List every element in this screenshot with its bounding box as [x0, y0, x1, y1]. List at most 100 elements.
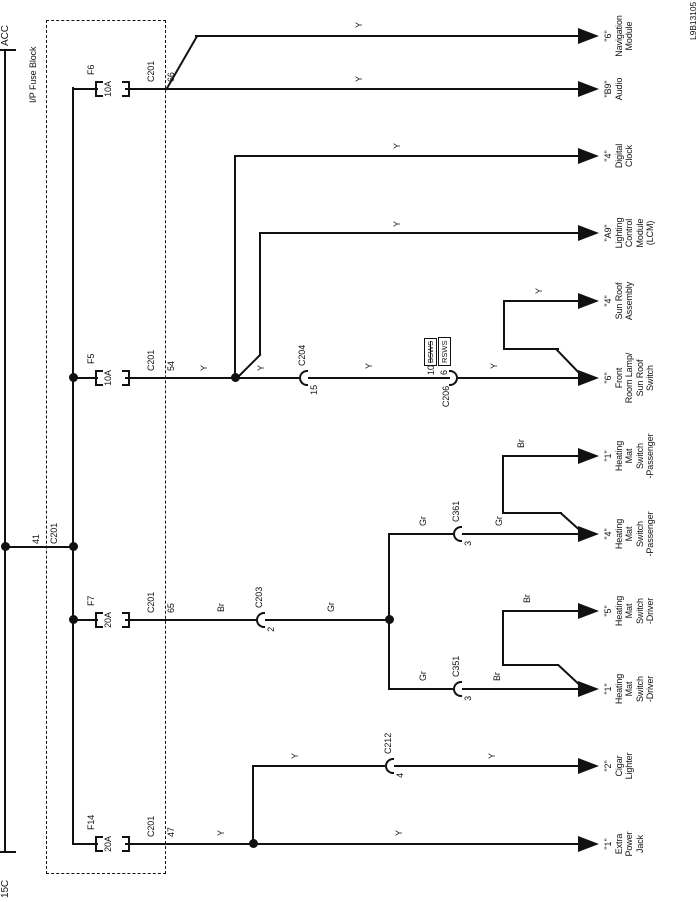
- wire-arrow: [578, 603, 599, 619]
- fuse-symbol-f14: [95, 836, 103, 852]
- wire-branch-diagonal: [165, 35, 198, 91]
- wire-arrow: [578, 526, 599, 542]
- wire-arrow: [578, 28, 599, 44]
- component-pin: "2": [603, 760, 613, 772]
- connector-name-c203: C203: [254, 586, 264, 608]
- fuse-symbol-f7: [95, 612, 103, 628]
- connector-symbol-c203: [256, 612, 265, 628]
- connector-label-c201-f7: C201: [146, 591, 156, 613]
- pin-label-65: 65: [166, 603, 176, 613]
- wire-color-label: Br: [216, 603, 226, 612]
- wire-arrow: [578, 448, 599, 464]
- component-pin: "5": [603, 605, 613, 617]
- connector-label-c201-f6: C201: [146, 60, 156, 82]
- fuse-id-f7: F7: [86, 595, 96, 606]
- connector-pin-c351: 3: [463, 696, 473, 701]
- wire-lcm: [259, 232, 580, 234]
- wire-color-label: Y: [354, 76, 364, 82]
- wire-heating-driver: [388, 688, 580, 690]
- fuse-rating-f14: 20A: [103, 836, 113, 852]
- wire-arrow: [578, 681, 599, 697]
- wire-color-label: Y: [394, 830, 404, 836]
- component-name: Heating Mat Switch -Passenger: [613, 433, 656, 479]
- connector-symbol-c212: [385, 758, 394, 774]
- fuse-id-f5: F5: [86, 353, 96, 364]
- wire-color-label: Y: [534, 288, 544, 294]
- wire-sunroof-branch: [503, 300, 505, 350]
- fuse-block-box: [46, 20, 166, 874]
- fuse-rating-f6: 10A: [103, 81, 113, 97]
- sheet-code: L9B13105: [688, 2, 698, 40]
- connector-pin-c206-a: 10: [426, 365, 436, 375]
- component-name: Heating Mat Switch -Driver: [613, 595, 656, 627]
- wire-color-label: Y: [392, 221, 402, 227]
- wire-arrow: [578, 293, 599, 309]
- component-pin: "6": [603, 372, 613, 384]
- wire-color-label: Gr: [418, 671, 428, 681]
- connector-name-c351: C351: [451, 655, 461, 677]
- pin-label-54: 54: [166, 361, 176, 371]
- rail-label-acc: ACC: [0, 25, 11, 46]
- wire-digital-clock: [234, 155, 580, 157]
- wire-hm1p-branch: [502, 512, 562, 514]
- wire-color-label: Gr: [494, 516, 504, 526]
- fuse-block-title: I/P Fuse Block: [28, 46, 38, 103]
- connector-name-c204: C204: [297, 344, 307, 366]
- component-name: Cigar Lighter: [613, 752, 635, 780]
- component-pin: "1": [603, 838, 613, 850]
- connector-symbol-c361: [453, 526, 462, 542]
- connector-pin-c203: 2: [266, 627, 276, 632]
- connector-name-c212: C212: [383, 732, 393, 754]
- component-extra-power-jack: "1" Extra Power Jack: [603, 799, 645, 889]
- fuse-symbol-f6: [122, 81, 130, 97]
- wire-f5-sunroof: [72, 377, 580, 379]
- connector-symbol-c204: [299, 370, 308, 386]
- fuse-symbol-f5: [122, 370, 130, 386]
- fuse-symbol-f14: [122, 836, 130, 852]
- wire-color-label: Y: [364, 363, 374, 369]
- connector-pin-c206-b: 6: [439, 370, 449, 375]
- wire-cigar-lighter: [252, 765, 580, 767]
- feed-pin-label: 41: [31, 534, 41, 544]
- component-heating-mat-switch-driver-5: "5" Heating Mat Switch -Driver: [603, 566, 656, 656]
- fuse-rating-f5: 10A: [103, 370, 113, 386]
- wire-arrow: [578, 225, 599, 241]
- wire-arrow: [578, 758, 599, 774]
- rail-terminator-left: [0, 851, 16, 853]
- wire-clock-branch: [234, 155, 236, 379]
- rail-label-15c: 15C: [0, 879, 11, 898]
- wire-color-label: Y: [199, 365, 209, 371]
- fuse-symbol-f6: [95, 81, 103, 97]
- wire-color-label: Y: [290, 753, 300, 759]
- wire-arrow: [578, 836, 599, 852]
- wire-color-label: Y: [256, 365, 266, 371]
- wire-arrow: [578, 370, 599, 386]
- wire-arrow: [578, 81, 599, 97]
- wire-color-label: Y: [487, 753, 497, 759]
- component-name: Front Room Lamp/ Sun Roof Switch: [613, 352, 656, 404]
- component-pin: "1": [603, 450, 613, 462]
- fuse-symbol-f5: [95, 370, 103, 386]
- connector-label-c201-f5: C201: [146, 349, 156, 371]
- wire-sunroof-assembly: [503, 300, 580, 302]
- wire-color-label: Br: [522, 594, 532, 603]
- component-front-room-lamp-sun-roof-switch: "6" Front Room Lamp/ Sun Roof Switch: [603, 333, 656, 423]
- option-box-struck: BSWS: [424, 337, 437, 366]
- wire-navigation: [195, 35, 580, 37]
- component-name: Extra Power Jack: [613, 831, 645, 857]
- wire-arrow: [578, 148, 599, 164]
- wire-hm1p: [502, 455, 580, 457]
- wire-cigar-branch: [252, 765, 254, 845]
- fuse-id-f14: F14: [86, 814, 96, 830]
- component-cigar-lighter: "2" Cigar Lighter: [603, 721, 635, 811]
- wire-lcm-branch: [259, 232, 261, 355]
- junction-dot: [1, 542, 10, 551]
- connector-pin-c204: 15: [309, 385, 319, 395]
- wire-color-label: Br: [492, 672, 502, 681]
- wire-hm5d-branch: [502, 610, 504, 666]
- wire-heating-junction: [388, 533, 390, 690]
- connector-pin-c212: 4: [395, 773, 405, 778]
- wire-heating-passenger: [388, 533, 580, 535]
